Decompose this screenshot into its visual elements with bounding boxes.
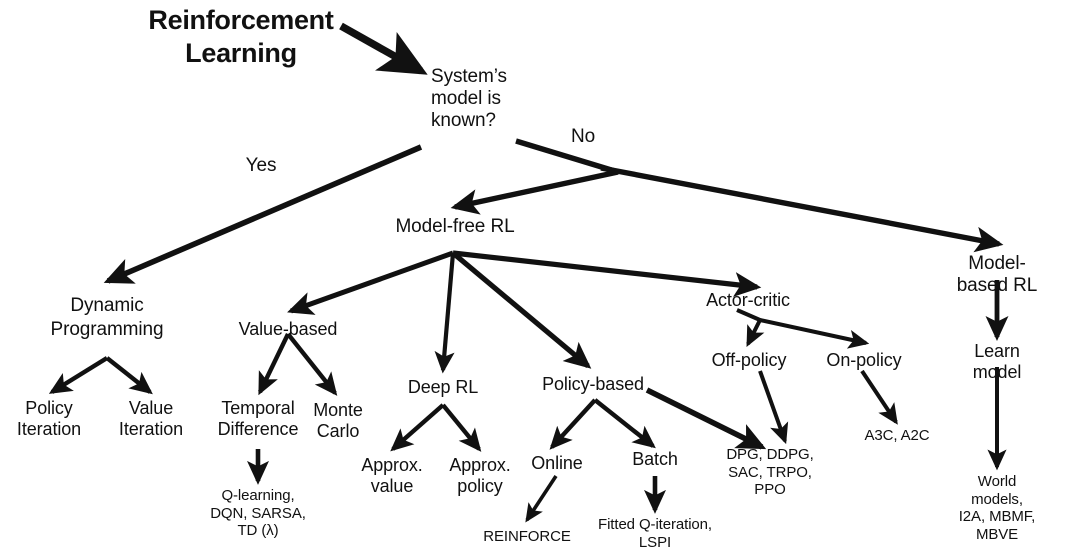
node-dynamic-programming[interactable]: Dynamic Programming [50, 295, 164, 340]
edge-title-to-root [339, 22, 428, 75]
node-value-iteration[interactable]: Value Iteration [118, 398, 184, 440]
edge-deep-rl-to-approx-value [390, 403, 445, 452]
edge-no-to-model-based [600, 165, 1004, 253]
node-off-policy-algorithms[interactable]: DPG, DDPG, SAC, TRPO, PPO [726, 446, 814, 499]
edge-label-yes: Yes [245, 155, 277, 176]
node-batch[interactable]: Batch [632, 449, 678, 469]
node-deep-rl[interactable]: Deep RL [407, 377, 479, 397]
edge-value-based-to-temporal-difference [258, 333, 290, 396]
edge-label-no: No [570, 126, 596, 147]
edge-dp-to-value-iteration [105, 356, 153, 395]
node-model-based-algorithms[interactable]: World models, I2A, MBMF, MBVE [958, 473, 1036, 543]
node-policy-iteration[interactable]: Policy Iteration [16, 398, 82, 440]
edge-model-free-to-actor-critic [452, 250, 762, 297]
node-off-policy[interactable]: Off-policy [711, 350, 787, 370]
edge-dp-to-policy-iteration [48, 356, 109, 394]
edge-online-to-reinforce [525, 475, 558, 523]
node-monte-carlo[interactable]: Monte Carlo [313, 400, 363, 442]
edge-policy-based-to-off-policy-algorithms [645, 387, 767, 450]
edge-actor-critic-to-off-policy [746, 319, 765, 347]
node-reinforce[interactable]: REINFORCE [483, 528, 571, 545]
node-online[interactable]: Online [531, 453, 583, 473]
edge-root-to-dynamic-programming [103, 144, 423, 284]
node-td-algorithms[interactable]: Q-learning, DQN, SARSA, TD (λ) [210, 487, 306, 540]
node-value-based[interactable]: Value-based [238, 319, 338, 339]
edge-value-based-to-monte-carlo [286, 332, 338, 396]
edge-model-free-to-policy-based [451, 251, 592, 369]
edge-actor-critic-to-on-policy [759, 318, 870, 349]
node-model-based-rl[interactable]: Model-based RL [956, 253, 1038, 297]
edge-off-policy-to-algorithms [758, 370, 789, 445]
node-approx-value[interactable]: Approx. value [361, 455, 423, 497]
node-temporal-difference[interactable]: Temporal Difference [217, 398, 299, 440]
diagram-title: Reinforcement Learning [148, 5, 334, 68]
edge-root-to-no-junction [515, 138, 619, 175]
edge-on-policy-to-algorithms [860, 369, 898, 425]
node-on-policy-algorithms[interactable]: A3C, A2C [864, 427, 930, 444]
node-batch-algorithms[interactable]: Fitted Q-iteration, LSPI [598, 516, 712, 551]
node-actor-critic[interactable]: Actor-critic [706, 290, 790, 310]
node-policy-based[interactable]: Policy-based [542, 374, 644, 394]
edge-actor-critic-to-junction [736, 308, 761, 322]
node-approx-policy[interactable]: Approx. policy [449, 455, 511, 497]
node-learn-model[interactable]: Learn model [972, 341, 1022, 383]
edge-deep-rl-to-approx-policy [441, 403, 482, 452]
node-root-question[interactable]: System’s model is known? [431, 66, 507, 132]
edge-no-to-model-free [450, 169, 619, 215]
edge-policy-based-to-online [549, 398, 597, 450]
edge-model-free-to-value-based [287, 250, 454, 315]
node-model-free-rl[interactable]: Model-free RL [395, 216, 515, 237]
edge-model-free-to-deep-rl [434, 252, 456, 374]
node-on-policy[interactable]: On-policy [826, 350, 902, 370]
edge-policy-based-to-batch [593, 398, 656, 449]
